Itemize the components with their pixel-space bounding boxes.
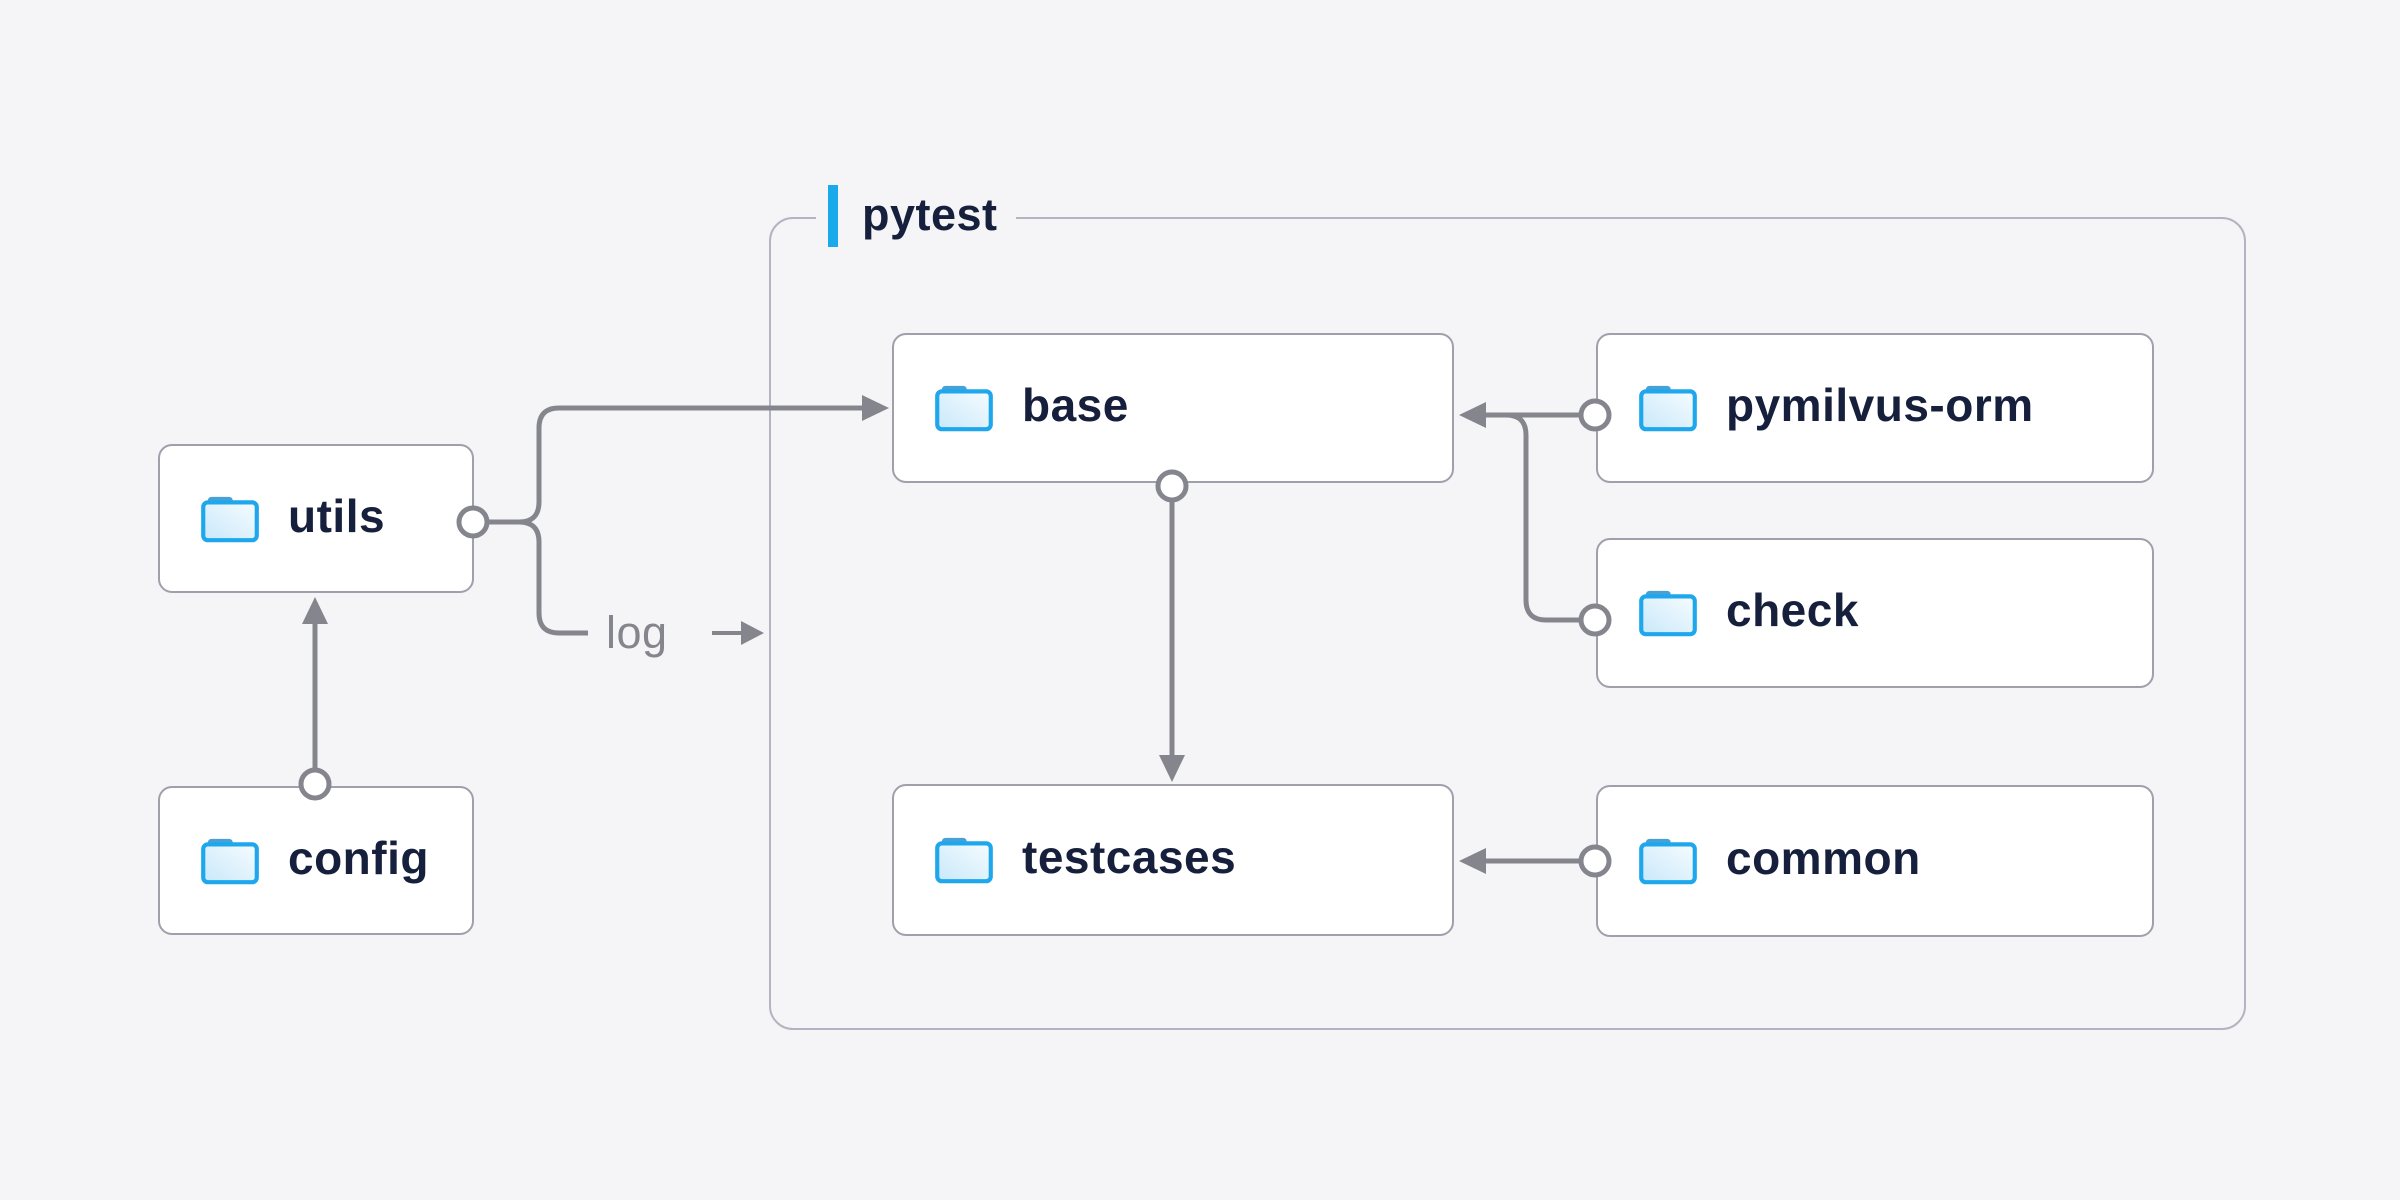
edge-utils-log (487, 519, 588, 636)
node-utils-label: utils (288, 489, 386, 542)
node-testcases-label: testcases (1022, 831, 1237, 883)
pytest-container-title: pytest (862, 188, 998, 240)
edge-label-log: log (606, 607, 668, 658)
node-common-label: common (1726, 832, 1921, 884)
node-config: config (158, 786, 474, 935)
node-utils: utils (158, 444, 474, 593)
folder-icon (935, 837, 993, 884)
folder-icon (1639, 385, 1697, 432)
folder-icon (1639, 590, 1697, 637)
node-check: check (1596, 538, 2154, 688)
folder-icon (201, 838, 259, 884)
node-config-label: config (288, 831, 429, 884)
accent-bar (828, 185, 838, 247)
folder-icon (201, 496, 259, 542)
node-base-label: base (1022, 379, 1129, 431)
node-check-label: check (1726, 584, 1859, 636)
arrowhead-up (302, 597, 328, 624)
node-testcases: testcases (892, 784, 1454, 936)
pytest-container-label: pytest (816, 183, 1016, 249)
folder-icon (1639, 838, 1697, 885)
folder-icon (935, 385, 993, 432)
node-pymilvus-orm-label: pymilvus-orm (1726, 379, 2034, 431)
node-pymilvus-orm: pymilvus-orm (1596, 333, 2154, 483)
node-base: base (892, 333, 1454, 483)
arrowhead-right-small (741, 621, 764, 645)
pytest-container (769, 217, 2246, 1030)
node-common: common (1596, 785, 2154, 937)
